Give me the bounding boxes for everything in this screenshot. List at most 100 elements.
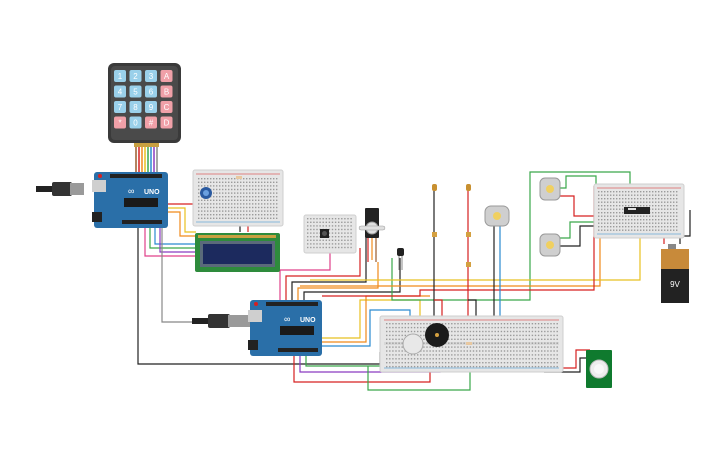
breadboard-mini[interactable]: [303, 214, 357, 254]
keypad-key[interactable]: [145, 101, 157, 113]
breadboard-hole: [479, 346, 481, 348]
breadboard-hole: [631, 194, 633, 196]
breadboard-hole: [255, 185, 257, 187]
breadboard-hole: [613, 198, 615, 200]
breadboard-hole: [610, 226, 612, 228]
breadboard-main[interactable]: [379, 315, 564, 373]
breadboard-hole: [622, 212, 624, 214]
keypad-key[interactable]: [114, 101, 126, 113]
keypad-key[interactable]: [114, 85, 126, 98]
header-analog: [278, 348, 318, 352]
breadboard-hole: [550, 346, 552, 348]
breadboard-hole: [500, 350, 503, 352]
breadboard-hole: [604, 201, 606, 203]
keypad-key[interactable]: [129, 101, 142, 113]
breadboard-hole: [457, 365, 459, 368]
lcd-16x2[interactable]: [195, 233, 280, 272]
pir-motion-sensor[interactable]: [586, 350, 612, 388]
arduino-uno-bottom[interactable]: ∞ UNO: [192, 300, 322, 356]
keypad-key[interactable]: [145, 70, 157, 82]
breadboard-hole: [252, 192, 254, 194]
keypad-key[interactable]: [129, 85, 142, 98]
breadboard-hole: [676, 219, 678, 221]
arduino-uno-top[interactable]: ∞ UNO: [36, 172, 168, 228]
breadboard-hole: [610, 212, 612, 214]
breadboard-hole: [482, 362, 484, 364]
led-2[interactable]: [466, 184, 471, 267]
breadboard-hole: [497, 326, 499, 329]
breadboard-hole: [276, 181, 278, 183]
dc-motor-2[interactable]: [539, 177, 561, 201]
breadboard-hole: [619, 226, 621, 228]
breadboard-hole: [547, 350, 549, 352]
breadboard-hole: [649, 194, 651, 196]
breadboard-hole: [649, 205, 651, 207]
battery-9v[interactable]: 9V: [661, 244, 689, 303]
breadboard-hole: [386, 358, 388, 360]
breadboard-hole: [441, 323, 444, 325]
breadboard-hole: [485, 354, 487, 356]
light-sensor[interactable]: [402, 333, 424, 355]
breadboard-hole: [426, 346, 428, 348]
breadboard-hole: [246, 196, 248, 198]
breadboard-hole: [338, 228, 340, 231]
breadboard-hole: [550, 334, 552, 337]
keypad-key[interactable]: [145, 116, 157, 129]
breadboard-hole: [519, 362, 521, 364]
breadboard-hole: [350, 239, 352, 241]
servo-motor[interactable]: [358, 208, 386, 238]
breadboard-hole: [225, 203, 227, 205]
breadboard-hole: [198, 206, 200, 209]
breadboard-hole: [469, 354, 472, 356]
keypad-key[interactable]: [129, 70, 142, 82]
breadboard-hole: [252, 188, 254, 191]
breadboard-right[interactable]: [593, 183, 685, 239]
breadboard-hole: [270, 185, 272, 187]
keypad-key[interactable]: [129, 116, 142, 129]
keypad-key[interactable]: [114, 70, 126, 82]
keypad-key[interactable]: [160, 70, 173, 82]
potentiometer[interactable]: [200, 187, 212, 199]
breadboard-hole: [204, 181, 206, 183]
breadboard-hole: [506, 323, 509, 325]
dc-motor-1[interactable]: [484, 205, 510, 227]
breadboard-hole: [204, 214, 206, 216]
piezo-buzzer[interactable]: [425, 323, 449, 347]
breadboard-hole: [454, 346, 456, 348]
breadboard-top-small[interactable]: [192, 169, 284, 227]
keypad-key[interactable]: [160, 116, 173, 129]
breadboard-hole: [213, 192, 215, 194]
keypad-key[interactable]: [160, 85, 173, 98]
breadboard-hole: [643, 201, 645, 203]
breadboard-hole: [313, 246, 315, 249]
breadboard-hole: [544, 323, 546, 325]
breadboard-hole: [246, 181, 248, 183]
breadboard-hole: [469, 330, 472, 333]
breadboard-hole: [485, 342, 487, 344]
breadboard-hole: [237, 188, 239, 191]
breadboard-hole: [598, 215, 600, 217]
keypad-key[interactable]: [145, 85, 157, 98]
breadboard-hole: [460, 323, 462, 325]
keypad-key[interactable]: [160, 101, 173, 113]
breadboard-hole: [622, 215, 624, 217]
breadboard-hole: [264, 196, 266, 198]
keypad-key[interactable]: [114, 116, 126, 129]
breadboard-hole: [485, 326, 487, 329]
breadboard-hole: [519, 346, 521, 348]
temperature-sensor[interactable]: [397, 248, 404, 270]
breadboard-hole: [386, 326, 388, 329]
breadboard-hole: [313, 221, 315, 223]
breadboard-hole: [201, 203, 203, 205]
breadboard-hole: [417, 323, 419, 325]
breadboard-hole: [482, 323, 484, 325]
breadboard-hole: [640, 194, 642, 196]
breadboard-hole: [503, 362, 506, 364]
led-1[interactable]: [432, 184, 437, 237]
dc-motor-3[interactable]: [539, 233, 561, 257]
breadboard-hole: [234, 192, 236, 194]
breadboard-hole: [423, 326, 425, 329]
